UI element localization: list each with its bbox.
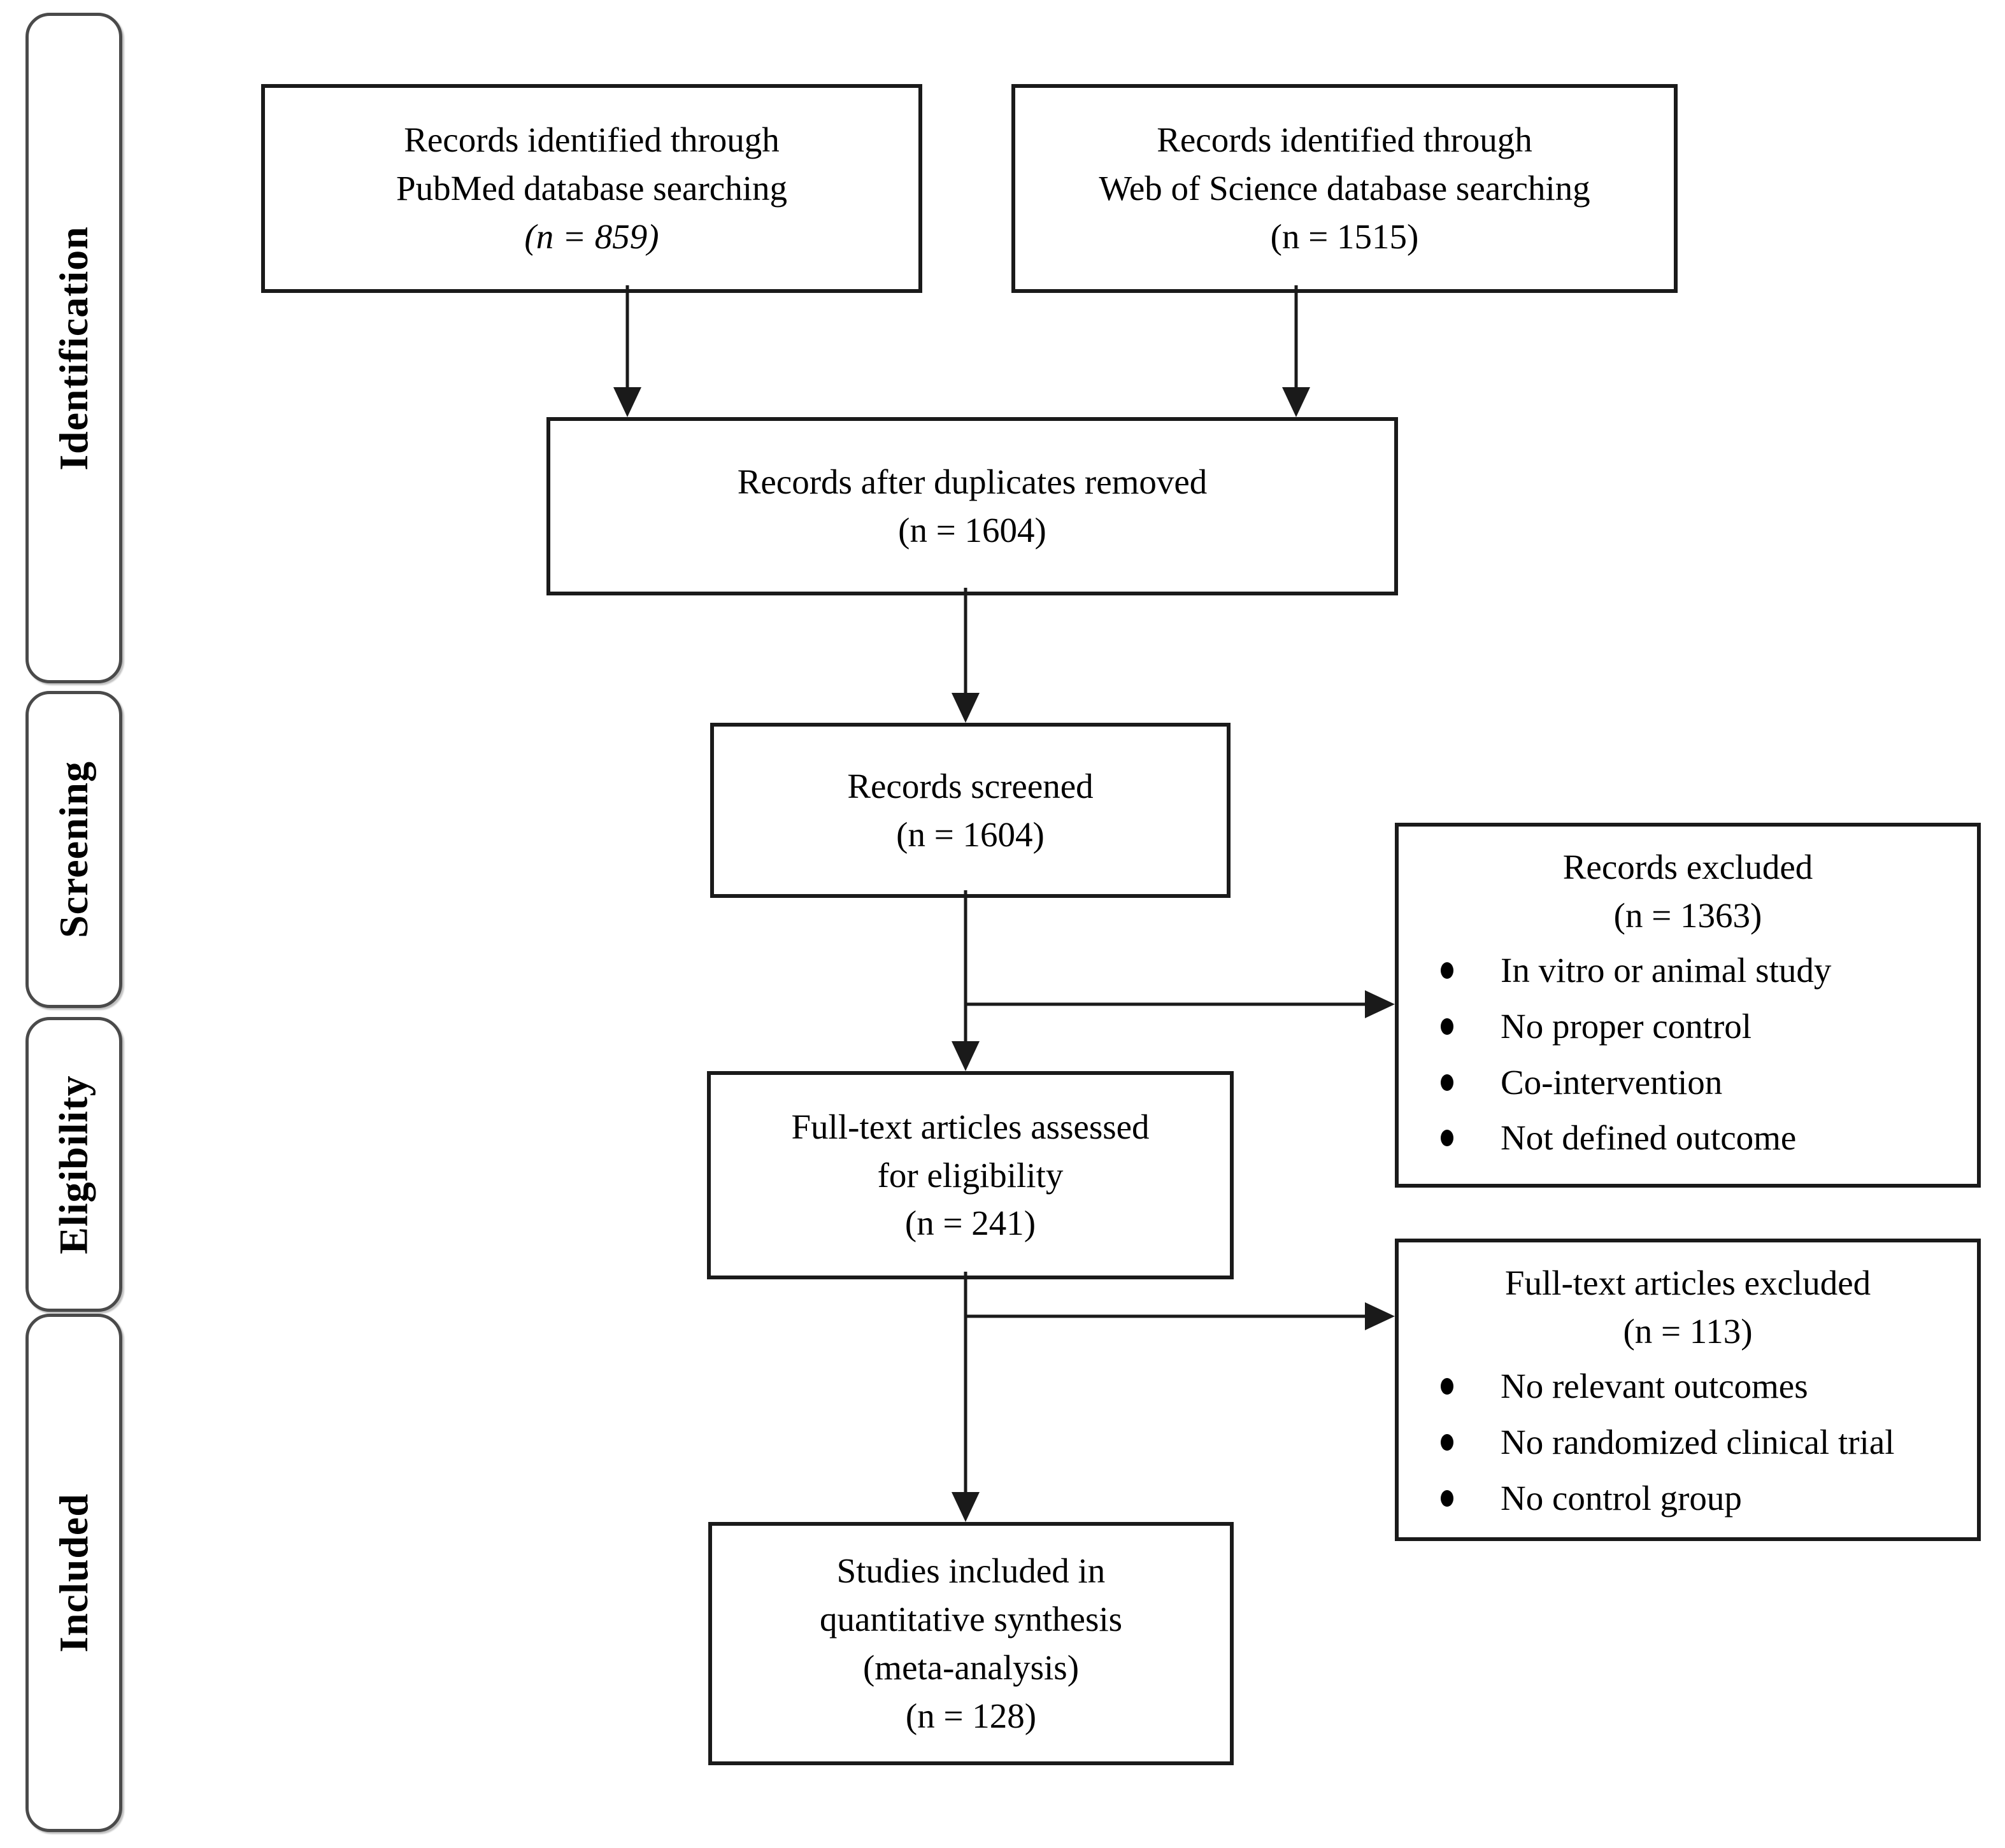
box-duplicates-line-1: Records after duplicates removed: [737, 462, 1208, 502]
box-screened-count: (n = 1604): [896, 814, 1045, 854]
box-records-excluded-count: (n = 1363): [1613, 895, 1762, 935]
box-pubmed-count: (n = 859): [524, 217, 659, 256]
box-records-excluded: Records excluded (n = 1363) In vitro or …: [1395, 823, 1981, 1188]
box-duplicates-removed: Records after duplicates removed (n = 16…: [546, 417, 1398, 595]
box-pubmed-line-1: Records identified through: [404, 120, 780, 160]
records-excluded-reason: In vitro or animal study: [1399, 946, 1977, 995]
box-fulltext-count: (n = 241): [904, 1204, 1036, 1243]
box-included-line-1: Studies included in: [836, 1551, 1106, 1591]
fulltext-excluded-reason: No randomized clinical trial: [1399, 1418, 1977, 1467]
arrow-wos-to-duplicates: [1282, 285, 1310, 417]
arrow-pubmed-to-duplicates: [613, 285, 641, 417]
box-duplicates-count: (n = 1604): [898, 511, 1046, 550]
arrow-fulltext-to-studies-included: [952, 1272, 980, 1522]
fulltext-excluded-reason: No relevant outcomes: [1399, 1362, 1977, 1411]
box-pubmed-records: Records identified through PubMed databa…: [261, 84, 922, 293]
box-included-line-3: (meta-analysis): [862, 1648, 1080, 1687]
arrow-duplicates-to-screened: [952, 588, 980, 723]
fulltext-excluded-reason: No control group: [1399, 1474, 1977, 1523]
box-included-line-2: quantitative synthesis: [819, 1600, 1123, 1639]
records-excluded-reason: Not defined outcome: [1399, 1114, 1977, 1162]
stage-included: Included: [25, 1314, 122, 1832]
box-wos-records: Records identified through Web of Scienc…: [1011, 84, 1678, 293]
box-fulltext-line-1: Full-text articles assessed: [791, 1107, 1150, 1146]
box-screened-line-1: Records screened: [847, 766, 1094, 806]
records-excluded-reason: Co-intervention: [1399, 1058, 1977, 1107]
box-wos-line-1: Records identified through: [1157, 120, 1532, 160]
box-wos-line-2: Web of Science database searching: [1099, 169, 1590, 208]
arrow-screened-to-records-excluded: [966, 990, 1395, 1018]
box-fulltext-assessed: Full-text articles assessed for eligibil…: [707, 1071, 1234, 1279]
arrow-screened-to-fulltext: [952, 890, 980, 1071]
box-fulltext-line-2: for eligibility: [877, 1155, 1064, 1195]
box-records-screened: Records screened (n = 1604): [710, 723, 1231, 898]
box-records-excluded-title: Records excluded: [1562, 848, 1813, 886]
stage-eligibility: Eligibility: [25, 1017, 122, 1312]
box-fulltext-excluded-title: Full-text articles excluded: [1504, 1263, 1871, 1302]
box-fulltext-excluded: Full-text articles excluded (n = 113) No…: [1395, 1239, 1981, 1541]
box-included-count: (n = 128): [905, 1696, 1037, 1735]
records-excluded-reason: No proper control: [1399, 1002, 1977, 1051]
box-pubmed-line-2: PubMed database searching: [396, 169, 787, 208]
stage-screening: Screening: [25, 691, 122, 1008]
box-wos-count: (n = 1515): [1270, 217, 1419, 256]
box-studies-included: Studies included in quantitative synthes…: [708, 1522, 1234, 1765]
records-excluded-reasons: In vitro or animal study No proper contr…: [1399, 946, 1977, 1163]
box-fulltext-excluded-count: (n = 113): [1623, 1311, 1753, 1351]
stage-identification: Identification: [25, 13, 122, 683]
arrow-fulltext-to-fulltext-excluded: [966, 1302, 1395, 1330]
fulltext-excluded-reasons: No relevant outcomes No randomized clini…: [1399, 1362, 1977, 1523]
